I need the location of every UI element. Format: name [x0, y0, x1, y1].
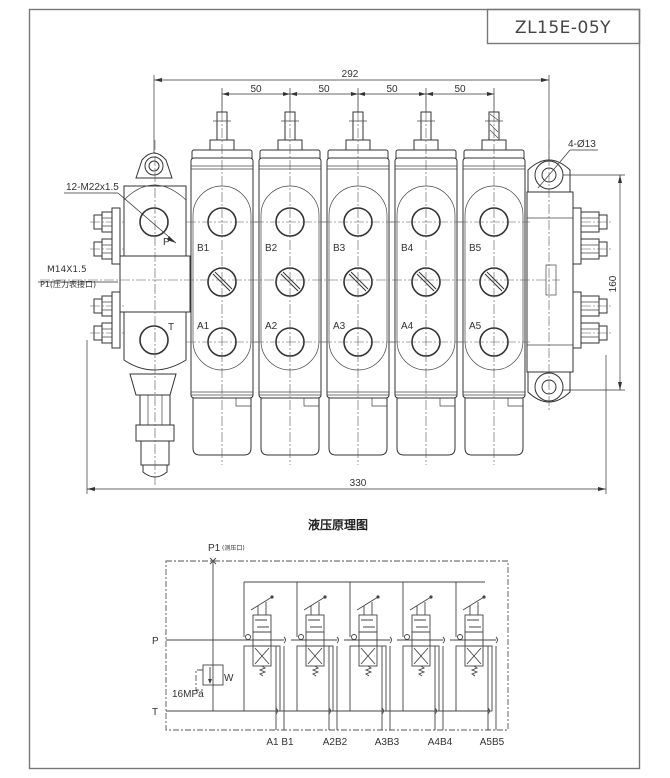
schematic-output-3: A3B3: [375, 737, 400, 748]
gauge-port-callout: P1(压力表接口): [40, 279, 96, 289]
port-b2-label: B2: [265, 243, 278, 254]
port-b1-label: B1: [197, 243, 210, 254]
drawing-frame: [28, 8, 641, 770]
port-a5-label: A5: [469, 321, 482, 332]
schematic-output-1: A1 B1: [266, 737, 294, 748]
schematic-p-label: P: [152, 636, 159, 647]
schematic-heading: 液压原理图: [308, 517, 368, 532]
schematic-valve-3: [344, 582, 392, 730]
hydraulic-schematic: P1 (测压口) P T W 16MPa A1 B1 A2B2 A3B3 A4B4 A5…: [152, 543, 509, 748]
dimension-pitch-2: 50: [318, 84, 330, 95]
relief-label: W: [224, 673, 234, 684]
port-t-circle: [139, 325, 169, 355]
model-number: ZL15E-05Y: [515, 18, 611, 38]
dimension-pitch-1: 50: [250, 84, 262, 95]
port-thread-callout: 12-M22x1.5: [66, 182, 119, 193]
port-b5-label: B5: [469, 243, 482, 254]
dimension-pitch-3: 50: [386, 84, 398, 95]
dimension-pitch-4: 50: [454, 84, 466, 95]
valve-assembly-view: 292 50 50 50 50 P T: [38, 69, 625, 494]
relief-valve-symbol: W 16MPa: [172, 664, 234, 700]
schematic-valve-2: [291, 582, 339, 730]
port-a3-label: A3: [333, 321, 346, 332]
outlet-cover: 4-Ø13 160: [526, 139, 625, 410]
dimension-330: 330: [350, 478, 367, 489]
schematic-p1-note: (测压口): [222, 544, 245, 552]
schematic-output-2: A2B2: [323, 737, 348, 748]
schematic-t-label: T: [152, 707, 158, 718]
dimension-292: 292: [342, 69, 359, 80]
relief-pressure: 16MPa: [172, 689, 204, 700]
port-a2-label: A2: [265, 321, 278, 332]
port-p-circle: [139, 207, 169, 237]
dimension-160: 160: [608, 275, 619, 292]
schematic-valve-1: [238, 582, 286, 730]
port-p-label: P: [163, 237, 170, 248]
schematic-output-5: A5B5: [480, 737, 505, 748]
schematic-valve-5: [450, 582, 498, 730]
port-a1-label: A1: [197, 321, 210, 332]
mount-hole-callout: 4-Ø13: [568, 139, 596, 150]
port-a4-label: A4: [401, 321, 414, 332]
port-t-label: T: [168, 322, 174, 333]
inlet-cover: P T: [90, 140, 191, 485]
title-block: [486, 8, 641, 45]
schematic-output-4: A4B4: [428, 737, 453, 748]
port-b4-label: B4: [401, 243, 414, 254]
port-b3-label: B3: [333, 243, 346, 254]
schematic-p1-label: P1: [208, 543, 221, 554]
schematic-valve-4: [397, 582, 445, 730]
gauge-thread-callout: M14X1.5: [47, 265, 87, 275]
